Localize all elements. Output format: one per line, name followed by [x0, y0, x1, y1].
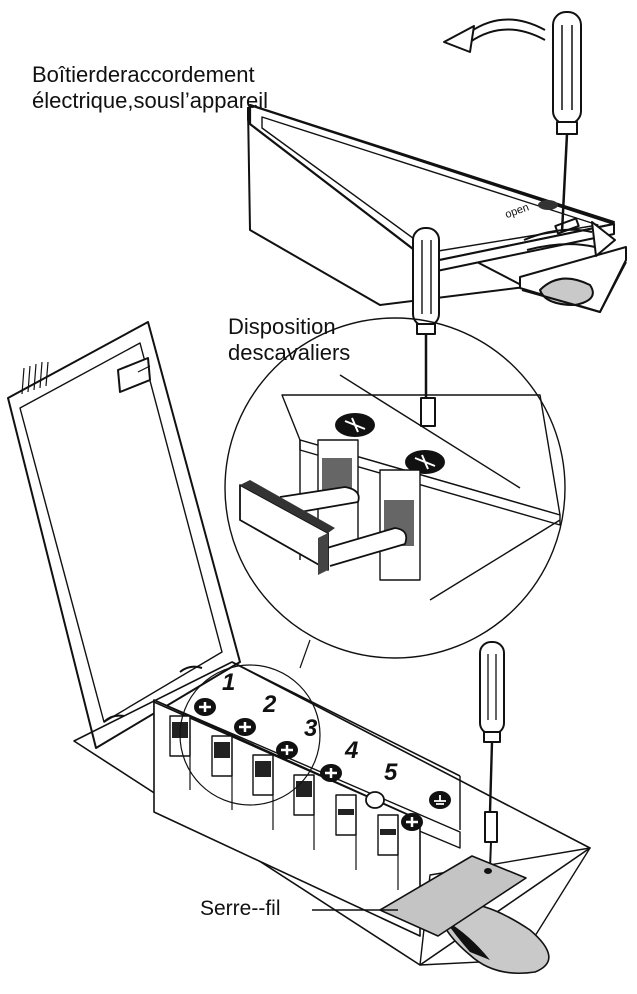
top-plate [248, 103, 627, 313]
jumper-label-line1: Disposition [228, 314, 336, 339]
housing-label-line2: électrique,sousl’appareil [32, 88, 269, 113]
jumper-detail-circle [224, 317, 566, 659]
screwdriver-icon [412, 227, 440, 427]
terminal-number-1: 1 [222, 669, 235, 696]
zoom-circle [179, 664, 321, 806]
terminal-numbers: 1 2 3 4 5 [222, 669, 398, 786]
terminal-number-4: 4 [344, 737, 358, 764]
rotate-arrow-icon [523, 221, 616, 257]
screwdriver-icon [479, 641, 505, 869]
ground-icon [429, 791, 451, 809]
terminal-housing [73, 661, 591, 966]
screwdriver-icon [552, 11, 582, 233]
jumper-icon [239, 480, 408, 575]
hinged-cover [7, 321, 241, 749]
cable-clamp-label: Serre--fil [200, 897, 281, 920]
jumper-label-line2: descavaliers [228, 340, 351, 365]
terminal-number-3: 3 [304, 715, 318, 742]
terminal-number-2: 2 [262, 691, 277, 718]
jumper-label: Disposition descavaliers [228, 314, 350, 366]
terminal-number-5: 5 [384, 759, 398, 786]
housing-label: Boîtierderaccordement électrique,sousl’a… [32, 62, 268, 114]
rotate-arrow-icon [443, 18, 546, 53]
terminal-screws [194, 698, 423, 831]
housing-label-line1: Boîtierderaccordement [32, 62, 255, 87]
cable-clamp-icon [379, 847, 591, 975]
